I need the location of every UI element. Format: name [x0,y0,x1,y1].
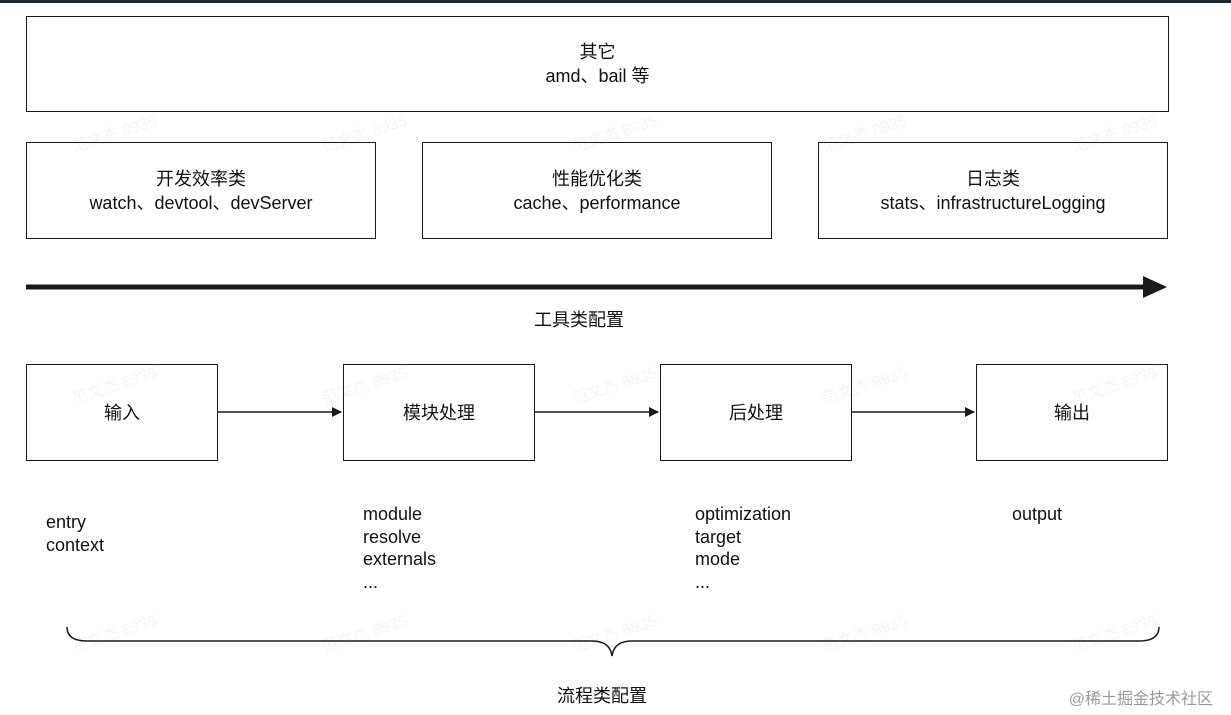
flow-step-input-title: 输入 [104,402,140,423]
option-item: resolve [363,526,422,547]
flow-brace [66,626,1160,657]
juejin-watermark: @稀土掘金技术社区 [1068,691,1213,708]
option-item: target [695,526,742,547]
tool-timeline-arrow [26,276,1167,298]
option-item: ... [695,571,711,592]
flow-step-module-title: 模块处理 [403,402,475,423]
flow-step-post-title: 后处理 [729,402,783,423]
option-item: externals [363,549,437,569]
perf-optimization-box: 性能优化类 cache、performance [422,142,772,239]
flow-step-input: 输入 [26,364,218,461]
option-item: ... [363,571,379,592]
output-options-list: output [1012,503,1062,526]
dev-efficiency-title: 开发效率类 [156,168,246,189]
flow-step-post: 后处理 [660,364,852,461]
flow-config-label: 流程类配置 [557,686,647,706]
flow-step-output-title: 输出 [1054,402,1090,423]
option-item: output [1012,504,1063,524]
input-options-list: entry context [46,511,104,556]
flow-step-output: 输出 [976,364,1168,461]
logging-box: 日志类 stats、infrastructureLogging [818,142,1168,239]
other-config-title: 其它 [579,42,616,62]
option-item: context [46,534,105,555]
perf-optimization-subtitle: cache、performance [513,192,681,213]
option-item: entry [46,512,87,532]
other-config-subtitle: amd、bail 等 [545,66,650,86]
logging-title: 日志类 [966,168,1020,189]
top-edge-bar [0,0,1231,3]
post-options-list: optimization target mode ... [695,503,791,593]
flow-step-module: 模块处理 [343,364,535,461]
perf-optimization-title: 性能优化类 [552,168,642,189]
module-options-list: module resolve externals ... [363,503,436,593]
dev-efficiency-subtitle: watch、devtool、devServer [89,192,313,213]
logging-subtitle: stats、infrastructureLogging [880,192,1106,213]
option-item: module [363,504,423,524]
tool-config-label: 工具类配置 [534,310,624,330]
other-config-box: 其它 amd、bail 等 [26,16,1169,112]
option-item: optimization [695,504,792,524]
option-item: mode [695,549,741,569]
dev-efficiency-box: 开发效率类 watch、devtool、devServer [26,142,376,239]
